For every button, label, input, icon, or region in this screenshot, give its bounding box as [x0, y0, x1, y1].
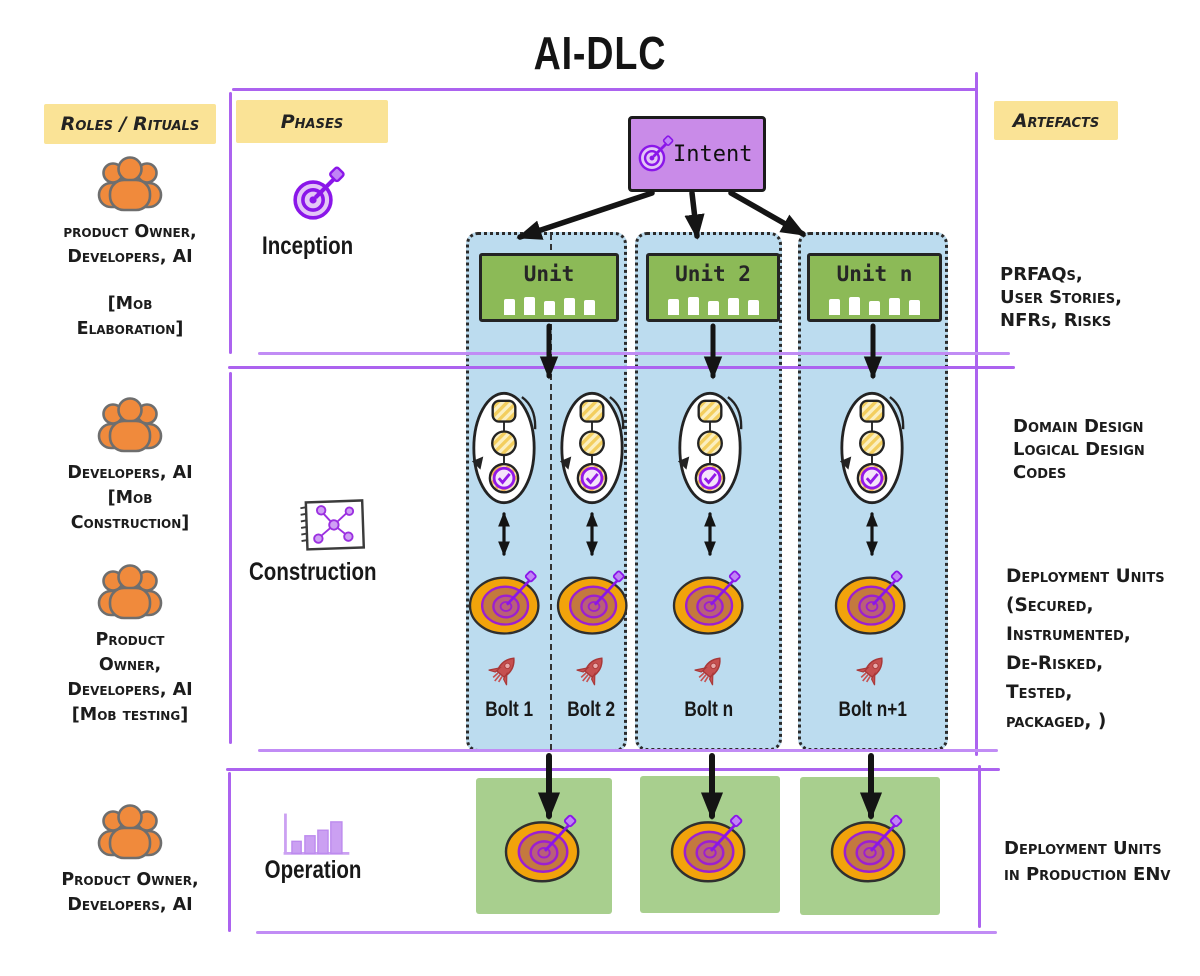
role-line: Developers, AI [67, 463, 193, 483]
inception-target-icon [288, 163, 350, 225]
artefact-line: PRFAQs, [1000, 264, 1083, 285]
role-line: [Mob testing] [71, 705, 189, 725]
phases-header-label: Phases [280, 110, 344, 133]
bolt-column-split-line [550, 234, 552, 750]
bolt-n1-label: Bolt n+1 [838, 698, 908, 721]
frame-left-line-inception [229, 92, 232, 354]
phase-divider-line [228, 366, 1015, 369]
phase-divider-line [258, 749, 998, 752]
role-line: Developers, AI [67, 895, 193, 915]
mob-construction-loop-icon [559, 389, 625, 507]
artefact-line: Codes [1013, 462, 1067, 483]
deployment-unit-target-icon [552, 566, 636, 638]
role-line: Product [95, 630, 165, 650]
operation-barchart-icon [277, 808, 355, 858]
artefact-line: packaged, ) [1006, 711, 1107, 732]
unit-box-n: Unit n [807, 253, 942, 322]
rocket-icon [692, 652, 728, 688]
phase-divider-line [258, 352, 1010, 355]
ritual-line: [Mob [107, 294, 153, 314]
mob-construction-loop-icon [839, 389, 905, 507]
artefact-line: Deployment Units [1006, 566, 1165, 587]
artefacts-header-label: Artefacts [1012, 109, 1100, 132]
mob-construction-loop-icon [677, 389, 743, 507]
artefacts-inception: PRFAQs, User Stories, NFRs, Risks [1000, 263, 1190, 332]
frame-left-line-construction [229, 372, 232, 744]
deployment-unit-target-icon [666, 810, 754, 886]
phase-label-inception: Inception [262, 232, 354, 260]
deployment-unit-target-icon [464, 566, 548, 638]
intent-to-unit2-arrow [684, 190, 705, 240]
phase-label-construction: Construction [249, 558, 377, 586]
bolt-2-label: Bolt 2 [567, 698, 615, 721]
people-group-icon [94, 152, 166, 214]
role-line: [Mob [107, 488, 153, 508]
roles-rituals-header-label: Roles / Rituals [60, 113, 200, 135]
unit-label: Unit [523, 262, 575, 286]
bolt-n-label: Bolt n [684, 698, 734, 721]
role-group-testing: Product Owner, Developers, AI [Mob testi… [30, 560, 230, 728]
unit-label: Unit 2 [675, 262, 751, 286]
people-group-icon [94, 560, 166, 622]
frame-bottom-line [256, 931, 997, 934]
deployment-unit-target-icon [830, 566, 914, 638]
artefact-line: Logical Design [1013, 439, 1145, 460]
artefact-line: Deployment Units [1004, 838, 1162, 859]
artefact-line: in Production ENv [1004, 864, 1171, 885]
unit-bars-icon [667, 297, 759, 315]
phase-label-operation: Operation [264, 856, 362, 884]
role-line: Developers, AI [67, 680, 193, 700]
artefacts-design: Domain Design Logical Design Codes [1013, 415, 1198, 484]
frame-top-line [232, 88, 978, 91]
unit-label: Unit n [836, 262, 913, 286]
frame-left-line-operation [228, 772, 231, 932]
deployment-unit-target-icon [500, 810, 588, 886]
intent-label: Intent [673, 141, 753, 167]
deployment-unit-target-icon [826, 810, 914, 886]
roles-rituals-header: Roles / Rituals [44, 104, 216, 144]
unit-box-2: Unit 2 [646, 253, 780, 322]
role-line: Owner, [98, 655, 162, 675]
phase-divider-line [226, 768, 1000, 771]
people-group-icon [94, 393, 166, 455]
artefact-line: (Secured, [1006, 595, 1094, 616]
mob-construction-loop-icon [471, 389, 537, 507]
artefact-line: Domain Design [1013, 416, 1144, 437]
role-line: Developers, AI [67, 247, 193, 267]
role-line: product Owner, [63, 222, 197, 242]
role-line: Construction] [70, 513, 190, 533]
unit-box-1: Unit [479, 253, 619, 322]
deployment-unit-target-icon [668, 566, 752, 638]
intent-to-unit1-arrow [516, 190, 655, 240]
rocket-icon [854, 652, 890, 688]
artefact-line: Instrumented, [1006, 624, 1131, 645]
unit-bars-icon [503, 297, 595, 315]
artefact-line: Tested, [1006, 682, 1073, 703]
bolt-1-label: Bolt 1 [485, 698, 533, 721]
intent-to-unitn-arrow [728, 190, 807, 237]
rocket-icon [574, 652, 610, 688]
artefacts-header: Artefacts [994, 101, 1118, 140]
artefact-line: De-Risked, [1006, 653, 1104, 674]
intent-box: Intent [628, 116, 766, 192]
unit-bars-icon [829, 297, 920, 315]
artefact-line: User Stories, [1000, 287, 1122, 308]
rocket-icon [486, 652, 522, 688]
role-group-construction: Developers, AI [Mob Construction] [30, 393, 230, 536]
phases-header: Phases [236, 100, 388, 143]
artefact-line: NFRs, Risks [1000, 310, 1112, 331]
artefacts-production: Deployment Units in Production ENv [1004, 836, 1199, 888]
role-line: Product Owner, [61, 870, 199, 890]
people-group-icon [94, 800, 166, 862]
role-group-operation: Product Owner, Developers, AI [30, 800, 230, 918]
frame-right-line-operation [978, 765, 981, 928]
artefacts-deployment-units: Deployment Units (Secured, Instrumented,… [1006, 562, 1196, 736]
construction-notepad-icon [294, 494, 370, 556]
intent-target-icon [635, 133, 677, 175]
page-title: AI-DLC [533, 27, 667, 79]
ritual-line: Elaboration] [76, 319, 184, 339]
frame-right-line [975, 72, 978, 756]
role-group-inception: product Owner, Developers, AI [Mob Elabo… [30, 152, 230, 342]
